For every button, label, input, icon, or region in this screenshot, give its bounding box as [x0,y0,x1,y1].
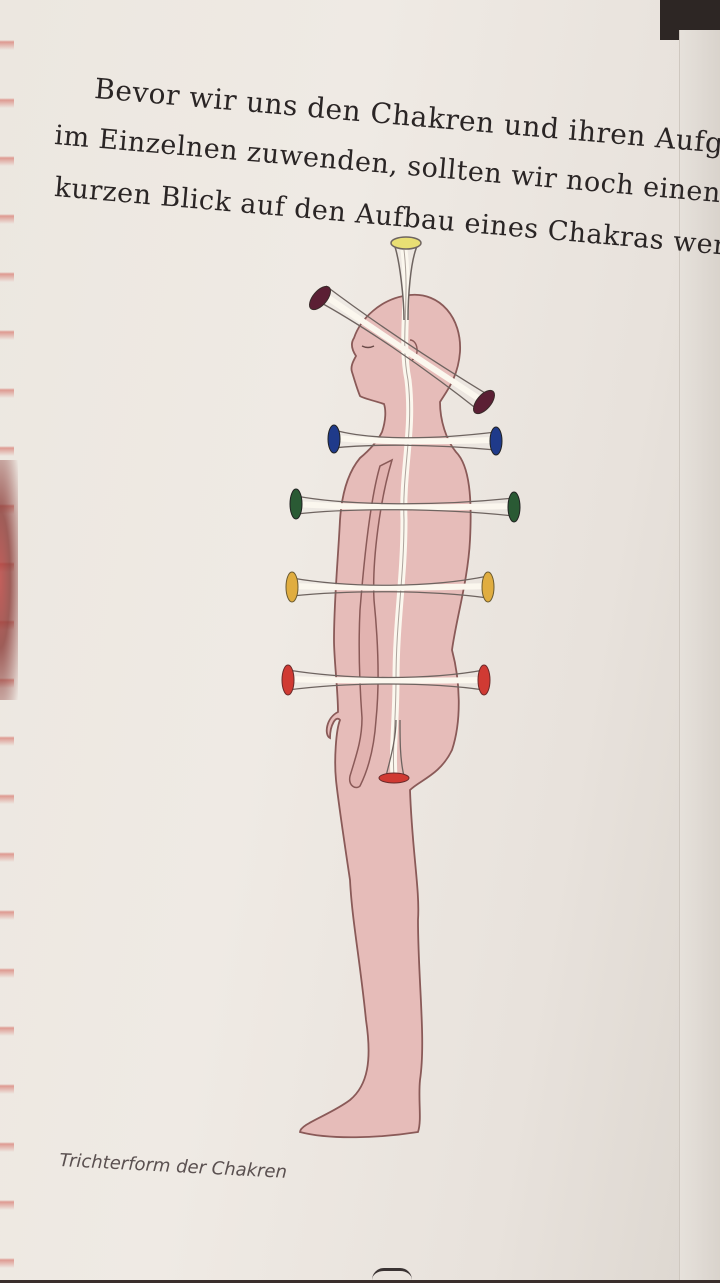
page-number-partial [372,1268,412,1283]
page-edge-shadow [0,460,18,700]
root-chakra-funnel [378,719,410,784]
page-edge [679,30,720,1280]
crown-chakra-funnel [390,236,422,321]
arm [348,458,394,789]
heart-chakra-funnel [289,488,521,523]
body-silhouette [299,294,472,1139]
sacral-chakra-funnel [281,664,491,696]
eye [361,345,375,349]
third-eye-chakra-funnel [309,285,495,415]
throat-chakra-funnel [327,424,503,456]
solar-plexus-chakra-funnel [285,571,495,603]
